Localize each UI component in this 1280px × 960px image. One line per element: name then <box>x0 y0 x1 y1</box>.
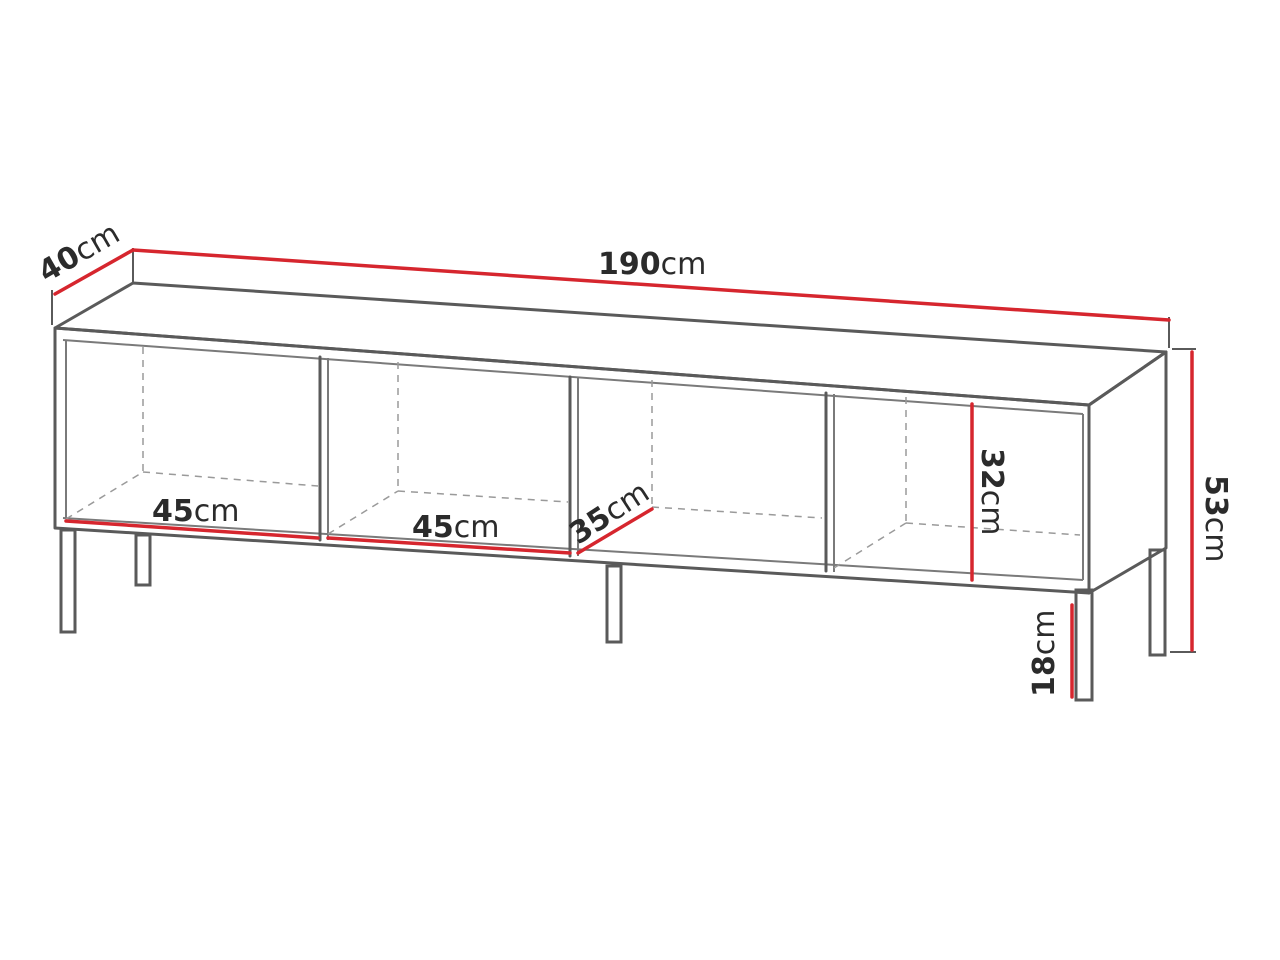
compartment-depth-line <box>576 507 654 555</box>
cabinet-body <box>53 281 1168 595</box>
compartment-width-1-line <box>64 519 320 540</box>
bottom-board-edge <box>62 517 1084 581</box>
compartment-width-2-label: 45cm <box>412 510 499 545</box>
leg-front-right <box>1074 588 1094 702</box>
cabinet-legs <box>59 528 1167 702</box>
compartment-height-label: 32cm <box>974 448 1009 535</box>
leg-height-label: 18cm <box>1027 610 1062 697</box>
cabinet-front-face <box>53 326 1091 595</box>
compartment-width-2-line <box>326 536 572 555</box>
hidden-edges <box>65 347 1081 569</box>
leg-back-left <box>134 533 152 587</box>
extension-lines <box>51 248 1196 653</box>
leg-back-right <box>1148 548 1167 657</box>
width-dimension-line <box>131 248 1171 322</box>
top-board-edge <box>62 339 1084 415</box>
cabinet-top-surface <box>53 281 1168 407</box>
dimension-labels: 40cm 190cm 53cm 45cm 45cm 35cm 32cm 18cm <box>33 216 1234 697</box>
leg-middle <box>605 564 623 644</box>
leg-front-left <box>59 528 77 634</box>
width-label: 190cm <box>598 247 706 282</box>
dimension-lines <box>53 248 1194 699</box>
height-label: 53cm <box>1198 475 1233 562</box>
compartment-width-1-label: 45cm <box>152 494 239 529</box>
cabinet-right-side <box>1087 350 1168 595</box>
depth-dimension-line <box>53 248 135 296</box>
